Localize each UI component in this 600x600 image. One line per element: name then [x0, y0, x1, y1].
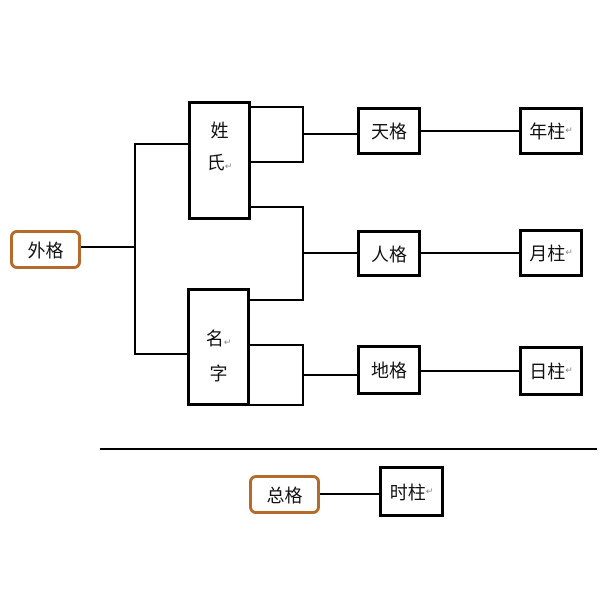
- connector: [421, 130, 519, 132]
- node-tiange: 天格: [357, 107, 421, 155]
- node-label: 年柱: [529, 122, 566, 143]
- return-mark: ↵: [224, 162, 233, 172]
- connector: [250, 404, 304, 406]
- connector: [250, 299, 304, 301]
- connector: [251, 106, 304, 108]
- return-mark: ↵: [565, 126, 573, 136]
- node-dige: 地格: [357, 345, 421, 395]
- connector: [134, 353, 188, 355]
- node-given-name: 名↵ 字: [187, 288, 250, 406]
- node-label: 姓: [210, 121, 229, 142]
- return-mark: ↵: [565, 366, 573, 376]
- connector: [320, 493, 379, 495]
- node-zongge: 总格: [249, 475, 320, 514]
- connector: [302, 374, 357, 376]
- node-surname: 姓 氏↵: [188, 101, 251, 220]
- connector: [421, 252, 519, 254]
- node-label: 月柱: [529, 244, 566, 265]
- separator-line: [100, 448, 597, 450]
- node-label: 总格: [266, 485, 303, 507]
- node-label: 人格: [371, 244, 407, 266]
- connector: [251, 161, 304, 163]
- node-label: 天格: [371, 122, 407, 143]
- connector: [421, 370, 519, 372]
- node-nianzhu: 年柱↵: [519, 107, 583, 155]
- node-renge: 人格: [357, 230, 421, 277]
- connector: [250, 344, 304, 346]
- node-waige: 外格: [10, 230, 81, 269]
- connector: [81, 246, 135, 248]
- node-label: 外格: [27, 240, 64, 262]
- connector: [302, 133, 357, 135]
- node-label: 日柱: [529, 362, 566, 383]
- connector: [302, 252, 357, 254]
- connector: [134, 143, 136, 355]
- node-yuezhu: 月柱↵: [519, 229, 583, 277]
- return-mark: ↵: [565, 248, 573, 258]
- node-label: 地格: [371, 361, 407, 382]
- node-label: 时柱: [389, 482, 426, 504]
- return-mark: ↵: [223, 337, 232, 348]
- connector: [251, 206, 304, 208]
- connector: [134, 143, 188, 145]
- node-label: 名: [205, 328, 224, 350]
- return-mark: ↵: [425, 486, 434, 497]
- node-shizhu: 时柱↵: [379, 466, 444, 517]
- node-label: 字: [209, 363, 228, 385]
- node-label: 氏: [206, 153, 225, 174]
- node-rizhu: 日柱↵: [519, 346, 583, 396]
